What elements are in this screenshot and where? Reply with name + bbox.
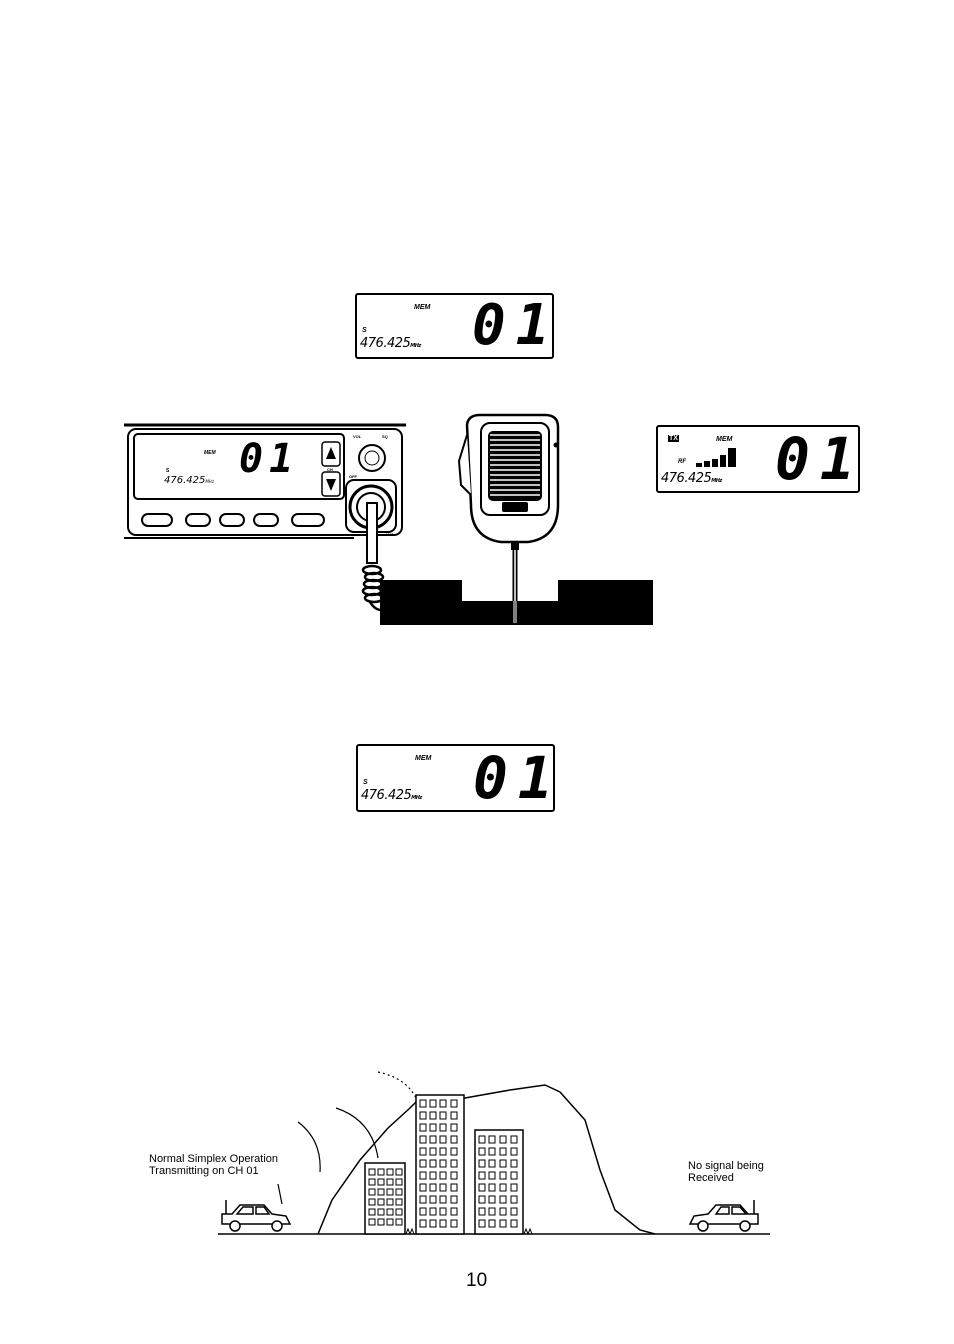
- right-caption: No signal being Received: [688, 1160, 764, 1184]
- mem-indicator: MEM: [414, 304, 430, 311]
- radio-lcd-mem: MEM: [204, 450, 216, 456]
- left-caption-line1: Normal Simplex Operation: [149, 1153, 278, 1165]
- car-left-icon: [222, 1200, 290, 1231]
- frequency-readout: 476.425MHz: [360, 336, 421, 351]
- mem-indicator: MEM: [415, 755, 431, 762]
- s-indicator: S: [362, 327, 367, 334]
- tx-indicator: TX: [668, 435, 679, 442]
- radio-lcd-freq: 476.425MHz: [164, 475, 214, 486]
- s-indicator: S: [363, 779, 368, 786]
- microphone-graphic: [355, 405, 665, 630]
- left-caption-line2: Transmitting on CH 01: [149, 1165, 278, 1177]
- radio-lcd-channel: 01: [239, 436, 299, 482]
- right-caption-line2: Received: [688, 1172, 764, 1184]
- simplex-illustration: [210, 1060, 780, 1245]
- frequency-readout: 476.425MHz: [361, 788, 422, 803]
- left-caption: Normal Simplex Operation Transmitting on…: [149, 1153, 278, 1177]
- mem-indicator: MEM: [716, 436, 732, 443]
- channel-readout: 01: [472, 293, 559, 358]
- lcd-display-top: MEM S 476.425MHz 01: [355, 293, 554, 359]
- rf-meter-icon: [696, 445, 746, 469]
- rf-indicator: RF: [678, 459, 686, 465]
- channel-readout: 01: [473, 744, 563, 812]
- lcd-display-bottom: MEM S 476.425MHz 01: [356, 744, 555, 812]
- lcd-display-transmit: TX MEM RF 476.425MHz 01: [656, 425, 860, 493]
- page-number: 10: [466, 1270, 487, 1292]
- right-caption-line1: No signal being: [688, 1160, 764, 1172]
- channel-readout: 01: [775, 425, 865, 493]
- frequency-readout: 476.425MHz: [661, 471, 722, 486]
- ch-label: CH: [327, 467, 333, 472]
- car-right-icon: [690, 1200, 758, 1231]
- radio-lcd-s: S: [166, 468, 169, 474]
